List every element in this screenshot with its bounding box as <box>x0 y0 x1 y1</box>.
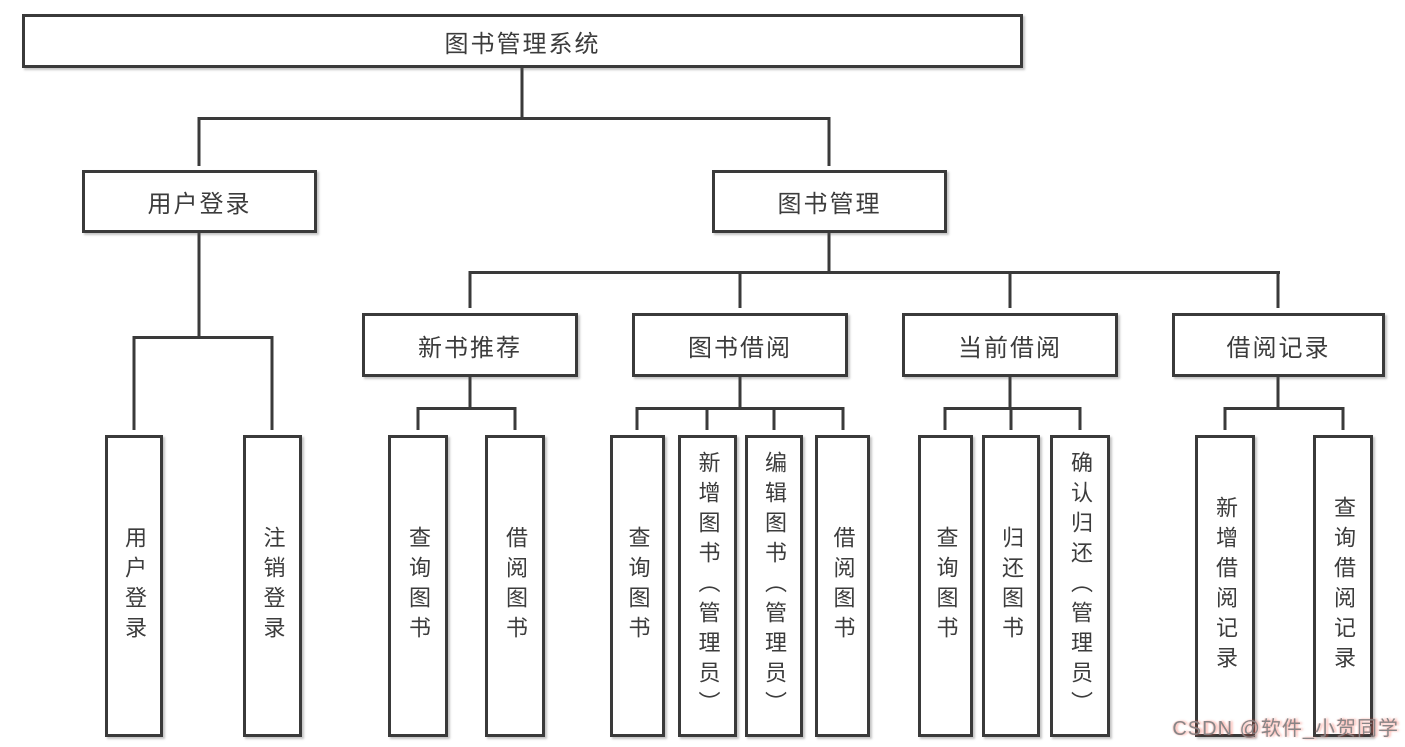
node-book-management: 图书管理 <box>712 170 947 233</box>
leaf-borrow-book: 借阅图书 <box>815 435 870 737</box>
connector-arrows <box>132 118 1345 430</box>
leaf-query-book-recommend: 查询图书 <box>388 435 448 737</box>
leaf-query-book-borrow: 查询图书 <box>610 435 665 737</box>
leaf-logout: 注销登录 <box>243 435 302 737</box>
node-root: 图书管理系统 <box>22 14 1023 68</box>
leaf-add-book-admin: 新增图书（管理员） <box>678 435 737 737</box>
leaf-edit-book-admin: 编辑图书（管理员） <box>745 435 803 737</box>
csdn-watermark: CSDN @软件_小贺同学 <box>1172 718 1399 740</box>
leaf-query-book-current: 查询图书 <box>918 435 973 737</box>
node-current-borrow: 当前借阅 <box>902 313 1118 377</box>
node-user-login: 用户登录 <box>82 170 317 233</box>
leaf-user-login: 用户登录 <box>105 435 163 737</box>
leaf-confirm-return-admin: 确认归还（管理员） <box>1050 435 1110 737</box>
connector-buses <box>132 67 1345 410</box>
leaf-add-borrow-record: 新增借阅记录 <box>1195 435 1255 737</box>
leaf-return-book: 归还图书 <box>982 435 1040 737</box>
node-new-book-recommend: 新书推荐 <box>362 313 578 377</box>
node-book-borrow: 图书借阅 <box>632 313 848 377</box>
node-borrow-record: 借阅记录 <box>1172 313 1385 377</box>
leaf-query-borrow-record: 查询借阅记录 <box>1313 435 1373 737</box>
leaf-borrow-book-recommend: 借阅图书 <box>485 435 545 737</box>
